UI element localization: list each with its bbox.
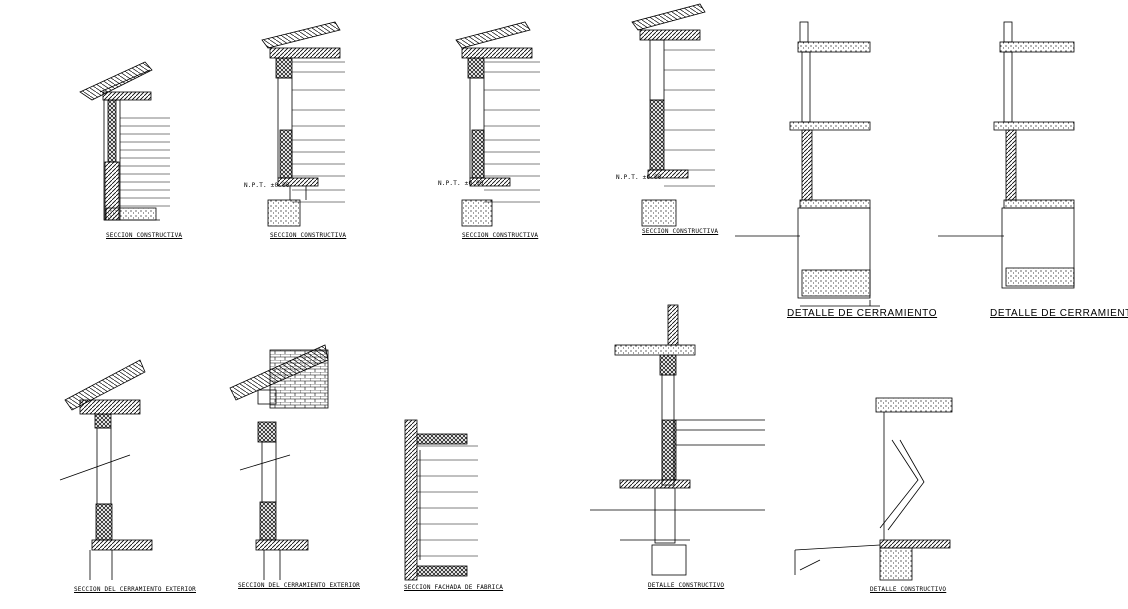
cerramiento-2-title: DETALLE DE CERRAMIENTO [990, 308, 1128, 319]
cerramiento-1-title: DETALLE DE CERRAMIENTO [787, 308, 938, 319]
section-2-title: SECCION CONSTRUCTIVA [270, 232, 347, 239]
cerramiento-2-drawing [938, 21, 1075, 289]
cerramiento-exterior-2-drawing [229, 344, 329, 580]
level-mark: N.P.T. ±0.00 [244, 182, 290, 189]
detalle-constructivo-2-drawing [794, 397, 953, 581]
detalle-constructivo-1-title: DETALLE CONSTRUCTIVO [648, 582, 725, 589]
section-3-drawing [455, 21, 540, 227]
section-4-title: SECCION CONSTRUCTIVA [642, 228, 719, 235]
detalle-constructivo-1-drawing [590, 304, 765, 576]
section-4-drawing [631, 3, 715, 227]
cerramiento-exterior-2-title: SECCION DEL CERRAMIENTO EXTERIOR [238, 582, 360, 589]
level-mark: N.P.T. ±0.00 [438, 180, 484, 187]
cerramiento-1-drawing [735, 21, 880, 307]
section-2-drawing [261, 21, 345, 227]
cerramiento-exterior-1-title: SECCION DEL CERRAMIENTO EXTERIOR [74, 586, 196, 593]
detalle-constructivo-2-title: DETALLE CONSTRUCTIVO [870, 586, 947, 593]
level-mark: N.P.T. ±0.00 [616, 174, 662, 181]
section-1-title: SECCION CONSTRUCTIVA [106, 232, 183, 239]
fachada-title: SECCION FACHADA DE FABRICA [404, 584, 504, 591]
cerramiento-exterior-1-drawing [59, 359, 153, 580]
section-1-drawing [79, 61, 170, 221]
section-3-title: SECCION CONSTRUCTIVA [462, 232, 539, 239]
fachada-drawing [404, 419, 478, 581]
